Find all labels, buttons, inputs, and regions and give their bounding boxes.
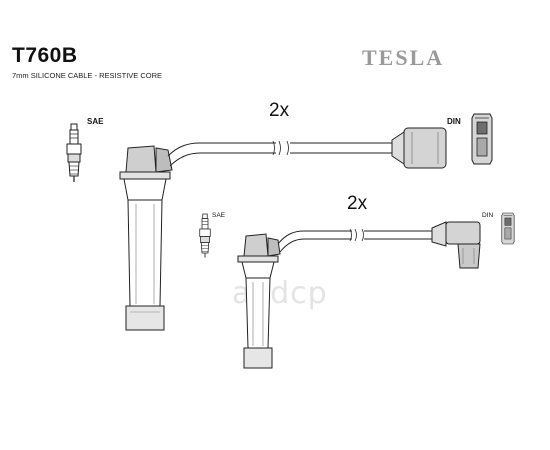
spark-plug-icon-bottom (199, 213, 211, 258)
quantity-label-top: 2x (269, 100, 290, 121)
short-boot-connector (237, 233, 281, 369)
din-label-bottom: DIN (482, 212, 494, 219)
long-boot-connector (119, 145, 173, 331)
cable-spec-subtitle: 7mm SILICONE CABLE - RESISTIVE CORE (12, 71, 163, 80)
angled-din-boot (431, 221, 481, 269)
din-label-top: DIN (447, 117, 461, 126)
bottom-cable (277, 228, 432, 253)
din-terminal-icon-top (471, 113, 493, 165)
straight-din-boot (391, 127, 447, 169)
sae-label-bottom: SAE (212, 212, 226, 219)
brand-logo: TESLA (362, 45, 445, 70)
sae-label-top: SAE (87, 117, 104, 126)
part-number: T760B (12, 44, 78, 67)
top-cable (167, 140, 392, 167)
din-terminal-icon-bottom (501, 212, 515, 245)
spark-plug-icon-top (66, 123, 82, 183)
quantity-label-bottom: 2x (347, 193, 368, 214)
